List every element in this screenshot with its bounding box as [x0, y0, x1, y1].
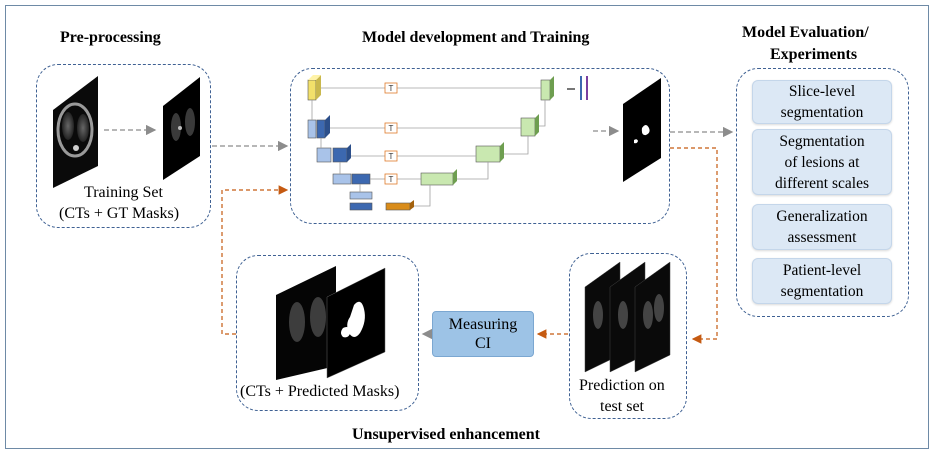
ci-line2: CI [475, 335, 491, 352]
svg-text:T: T [389, 84, 394, 93]
figure-frame [5, 5, 929, 449]
prediction-box [569, 253, 687, 419]
training-set-label: Training Set [84, 184, 163, 201]
mask-image [623, 78, 661, 182]
prediction-label: Prediction on [579, 377, 665, 394]
evaluation-box [736, 68, 909, 317]
ct-preprocessed-image [163, 77, 200, 180]
preprocessing-title: Pre-processing [60, 29, 161, 46]
evaluation-title-line2: Experiments [770, 46, 858, 63]
prediction-sublabel: test set [600, 398, 644, 415]
predicted-ct-and-mask-images [276, 266, 386, 380]
unet-diagram: T T T T [307, 75, 588, 211]
model-dev-box [290, 68, 670, 224]
preprocessing-box [36, 64, 211, 228]
predicted-masks-box [236, 255, 419, 411]
predicted-masks-label: (CTs + Predicted Masks) [240, 383, 400, 400]
ci-line1: Measuring [448, 316, 518, 333]
ct-scan-image [53, 76, 98, 188]
training-set-sublabel: (CTs + GT Masks) [59, 205, 180, 222]
prediction-ct-images [584, 261, 671, 373]
svg-text:T: T [389, 124, 394, 133]
evaluation-title-line1: Model Evaluation/ [742, 24, 869, 41]
model-dev-title: Model development and Training [362, 29, 590, 46]
svg-text:T: T [389, 175, 394, 184]
unsupervised-title: Unsupervised enhancement [352, 426, 541, 443]
svg-text:T: T [389, 152, 394, 161]
